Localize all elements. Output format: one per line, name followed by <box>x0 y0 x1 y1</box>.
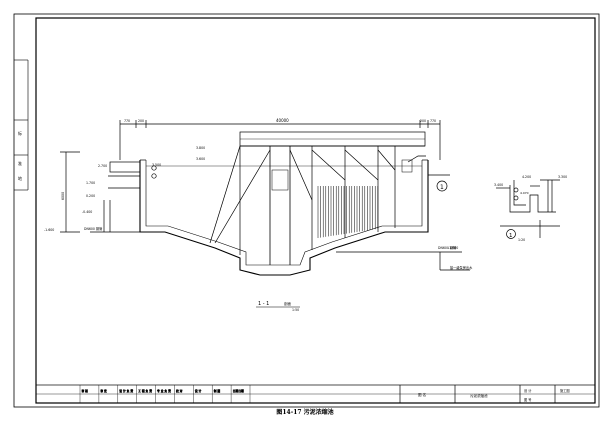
detail-scale: 1:20 <box>518 238 525 242</box>
side-label-2: 准 <box>18 160 22 166</box>
signature-grid: 审 核 审 定 设 计 负 责 工 程 负 责 专 业 负 责 校 对 设 计 制 图 日期日期 <box>79 385 251 403</box>
detail-dim-left: 3.400 <box>494 183 503 187</box>
left-pipe-label: DN600 钢管 <box>84 226 102 231</box>
elev-bottom-left: -1.600 <box>44 228 54 232</box>
binding-strip: 标 准 地 <box>14 59 29 191</box>
right-top-1: 设 计 <box>524 388 532 393</box>
left-dim-2: 200 <box>138 119 144 123</box>
signature-cell-label: 日期日期 <box>233 389 244 393</box>
outer-frame <box>13 13 600 408</box>
picket-bars <box>317 186 379 238</box>
sheet-label: 图 名 <box>418 392 426 397</box>
signature-cell-label: 设 计 <box>195 389 202 393</box>
signature-cell-label: 制 图 <box>214 389 221 393</box>
inner-frame <box>35 17 596 404</box>
right-top-2: 施工图 <box>560 388 570 393</box>
side-label-3: 地 <box>18 175 22 181</box>
elev-weir: 3.600 <box>196 157 205 161</box>
signature-cell-label: 校 对 <box>176 389 183 393</box>
drawing-name: 污泥浓缩池 <box>470 393 488 398</box>
elev-top-ring: 3.500 <box>152 163 161 167</box>
figure-caption: 图14-17 污泥浓缩池 <box>276 409 334 416</box>
detail-marker <box>506 229 516 239</box>
title-block <box>35 384 596 404</box>
right-note: 接一级泵房出水 <box>450 265 473 270</box>
signature-cell-label: 工 程 负 责 <box>138 389 152 393</box>
side-label-1: 标 <box>18 130 22 136</box>
signature-cell-label: 审 定 <box>100 389 107 393</box>
signature-cell-label: 专 业 负 责 <box>157 389 171 393</box>
signature-cell-label: 审 核 <box>82 389 89 393</box>
left-dim-1: 770 <box>124 119 130 123</box>
detail-number: 1 <box>509 233 513 239</box>
section-drawing <box>60 120 441 276</box>
left-height-dim: 6000 <box>61 192 65 200</box>
right-bottom-1: 图 号 <box>524 397 531 402</box>
elev-1: 2.700 <box>98 164 107 168</box>
detail-dim-small: 4.070 <box>520 191 529 195</box>
inlet-pipe <box>90 161 157 233</box>
right-dim-2: 770 <box>430 119 436 123</box>
signature-cell-label: 设 计 负 责 <box>119 389 133 393</box>
callout-number: 1 <box>440 184 444 191</box>
elev-3: 0.200 <box>86 194 95 198</box>
right-pipe-label: DN600 钢管 <box>438 245 456 250</box>
section-label: 1 - 1 <box>258 301 269 307</box>
detail-drawing <box>496 179 560 238</box>
right-dim-1: 200 <box>420 119 426 123</box>
section-scale: 1:50 <box>292 308 299 312</box>
detail-dim-right: 3.300 <box>558 175 567 179</box>
top-dimension: 40000 <box>276 118 289 123</box>
elev-water: 3.800 <box>196 146 205 150</box>
elev-2: 1.700 <box>86 181 95 185</box>
detail-dim-top: 4.200 <box>522 175 531 179</box>
elev-4: -0.400 <box>82 210 92 214</box>
section-sub: 剖面 <box>284 301 292 306</box>
outlet-pipe <box>336 155 470 271</box>
detail-callout: 1 <box>436 180 448 192</box>
elev-bottom-right: -1.600 <box>448 246 458 250</box>
